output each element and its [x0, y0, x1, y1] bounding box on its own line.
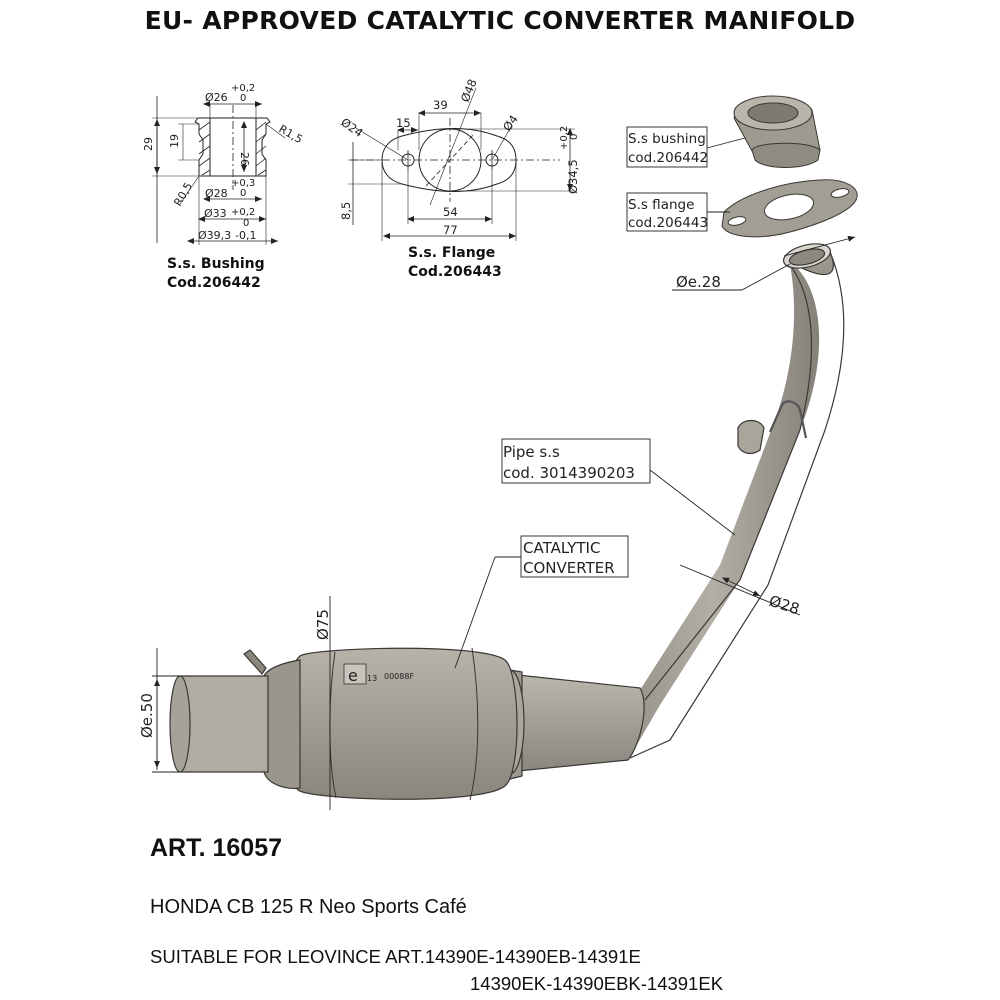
flange-drawing — [348, 87, 575, 241]
compatibility-line-1: SUITABLE FOR LEOVINCE ART.14390E-14390EB… — [150, 946, 641, 967]
flange-dim-d345: Ø34,5 — [566, 159, 580, 194]
bushing-tol-33-plus: +0,2 — [231, 207, 255, 218]
bushing-dimension-labels: Ø26 +0,2 0 29 19 26 R1,5 R0,5 +0,3 0 Ø28… — [142, 83, 305, 242]
bushing-dim-d28: Ø28 — [205, 187, 228, 200]
bushing-3d-render — [733, 95, 821, 168]
bushing-dim-r15: R1,5 — [277, 122, 305, 146]
callout-cat-line1: CATALYTIC — [523, 539, 600, 557]
vehicle-model: HONDA CB 125 R Neo Sports Café — [150, 896, 467, 918]
callout-flange-line2: cod.206443 — [628, 215, 708, 231]
bushing-tol-39: -0,1 — [235, 229, 256, 242]
callout-cat-dia: Ø75 — [314, 609, 332, 640]
homologation-number: 00088F — [384, 672, 414, 681]
bushing-dim-r05: R0,5 — [171, 180, 195, 208]
flange-dim-d24: Ø24 — [338, 115, 365, 140]
callout-pipe-end-dia: Øe.28 — [676, 273, 721, 291]
compatibility-line-2: 14390EK-14390EBK-14391EK — [470, 973, 724, 994]
bushing-tol-top-plus: +0,2 — [231, 83, 255, 94]
flange-3d-render — [721, 179, 858, 238]
flange-dim-15: 15 — [396, 116, 411, 130]
bushing-tol-top-zero: 0 — [240, 93, 246, 104]
callout-cat-line2: CONVERTER — [523, 559, 615, 577]
bushing-dim-29: 29 — [142, 137, 155, 151]
flange-caption-code: Cod.206443 — [408, 264, 502, 280]
flange-tol-plus: +0,2 — [559, 126, 570, 150]
bushing-dim-d26: Ø26 — [205, 91, 228, 104]
flange-dim-d48: Ø48 — [458, 77, 480, 104]
homologation-country: 13 — [367, 674, 377, 683]
callout-pipe-line1: Pipe s.s — [503, 443, 560, 461]
callout-inlet-dia: Øe.50 — [138, 693, 156, 738]
bushing-section-drawing — [152, 96, 286, 245]
flange-dim-39: 39 — [433, 98, 448, 112]
exhaust-assembly-render — [169, 243, 845, 801]
flange-caption-name: S.s. Flange — [408, 245, 495, 261]
bushing-tol-mid-plus: +0,3 — [231, 178, 255, 189]
bushing-dim-d33: Ø33 — [204, 207, 227, 220]
callout-pipe-line2: cod. 3014390203 — [503, 464, 635, 482]
bushing-tol-mid-zero: 0 — [240, 188, 246, 199]
flange-dim-54: 54 — [443, 205, 458, 219]
callout-leaders — [152, 126, 856, 810]
callout-bushing-line2: cod.206442 — [628, 150, 708, 166]
bushing-dim-26: 26 — [238, 152, 251, 166]
bushing-caption-name: S.s. Bushing — [167, 256, 265, 272]
bushing-caption-code: Cod.206442 — [167, 275, 261, 291]
article-number: ART. 16057 — [150, 834, 283, 862]
page-title: EU- APPROVED CATALYTIC CONVERTER MANIFOL… — [144, 6, 856, 35]
flange-dim-77: 77 — [443, 223, 458, 237]
bushing-dim-19: 19 — [168, 134, 181, 148]
flange-dim-85: 8,5 — [339, 202, 353, 220]
callout-flange-line1: S.s flange — [628, 197, 694, 213]
callout-bushing-line1: S.s bushing — [628, 131, 706, 147]
flange-tol-zero: 0 — [569, 134, 580, 140]
homologation-mark: e — [348, 666, 358, 685]
callout-pipe-dia: Ø28 — [767, 592, 802, 619]
callout-labels: S.s bushing cod.206442 S.s flange cod.20… — [138, 131, 802, 738]
bushing-dim-d39: Ø39,3 — [198, 229, 231, 242]
bushing-tol-33-zero: 0 — [243, 218, 249, 229]
flange-dim-d4: Ø4 — [500, 112, 521, 133]
